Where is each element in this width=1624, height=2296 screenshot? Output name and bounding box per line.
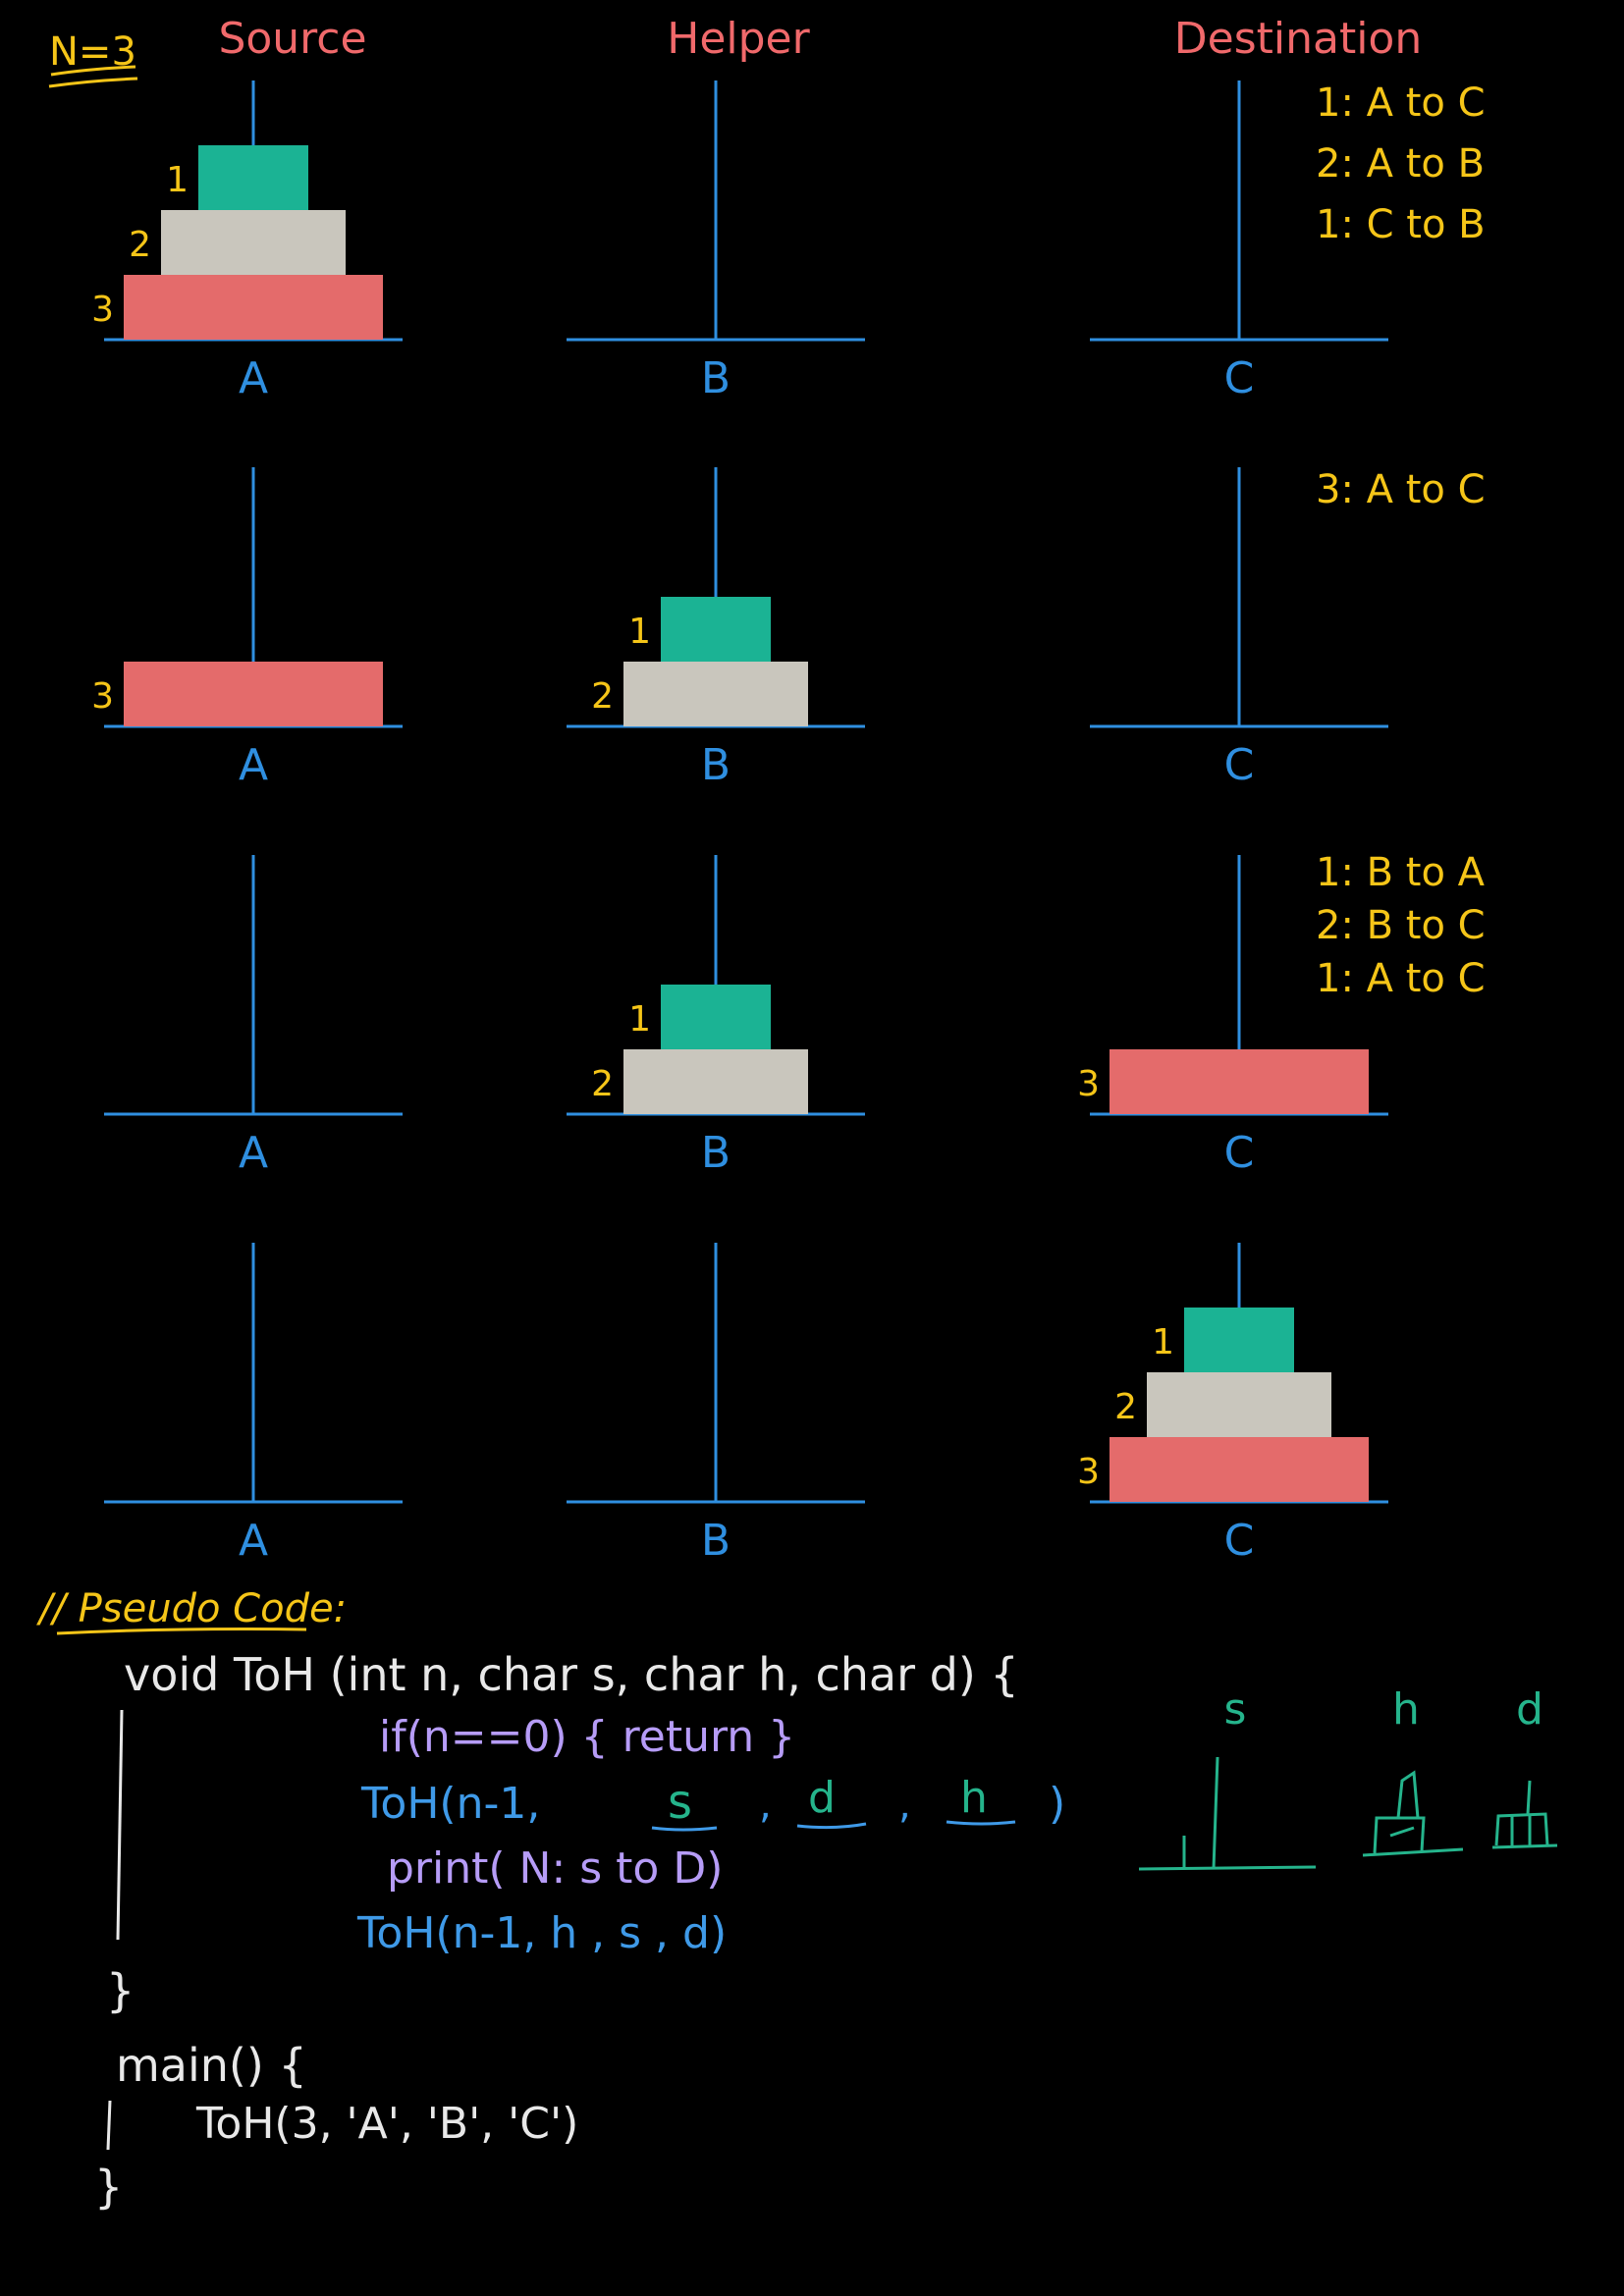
code-call1-arg-s: s (668, 1775, 692, 1830)
peg-b: 21B (567, 467, 865, 790)
code-call2: ToH(n-1, h , s , d) (356, 1908, 727, 1958)
code-call1-comma-2: , (898, 1783, 911, 1828)
peg-letter-a: A (239, 740, 268, 790)
disk-label-3: 3 (91, 290, 114, 330)
peg-letter-c: C (1224, 1128, 1255, 1178)
peg-title-helper: Helper (667, 14, 810, 64)
code-call1-arg-s-underline (651, 1826, 718, 1832)
disk-label-3: 3 (91, 676, 114, 717)
disk-2 (1147, 1372, 1331, 1437)
disk-3 (124, 275, 383, 340)
disk-2 (623, 662, 808, 726)
peg-letter-b: B (701, 353, 731, 403)
peg-letter-a: A (239, 1128, 268, 1178)
disk-label-2: 2 (1114, 1387, 1137, 1427)
disk-label-2: 2 (591, 1064, 614, 1104)
code-main-close: } (94, 2161, 123, 2214)
move-note: 1: A to C (1316, 956, 1486, 1001)
peg-letter-a: A (239, 1516, 268, 1566)
peg-letter-b: B (701, 1128, 731, 1178)
code-signature: void ToH (int n, char s, char h, char d)… (124, 1648, 1019, 1701)
disk-label-3: 3 (1077, 1452, 1100, 1492)
peg-letter-c: C (1224, 740, 1255, 790)
peg-letter-c: C (1224, 1516, 1255, 1566)
sketch-label-s: s (1224, 1684, 1247, 1735)
disk-label-2: 2 (129, 225, 151, 265)
disk-label-2: 2 (591, 676, 614, 717)
code-main-open: main() { (116, 2039, 307, 2092)
peg-letter-c: C (1224, 353, 1255, 403)
peg-b: 21B (567, 855, 865, 1178)
disk-1 (661, 985, 771, 1049)
code-call1-arg-d-underline (796, 1822, 867, 1830)
code-main-call: ToH(3, 'A', 'B', 'C') (195, 2099, 578, 2149)
n-label-underline (48, 65, 138, 88)
code-close-brace: } (106, 1964, 135, 2017)
move-note: 3: A to C (1316, 467, 1486, 512)
move-note: 1: C to B (1316, 202, 1486, 247)
move-note: 2: A to B (1316, 141, 1485, 187)
peg-letter-b: B (701, 1516, 731, 1566)
code-call1-arg-h: h (960, 1773, 988, 1823)
disk-1 (1184, 1308, 1294, 1372)
peg-b: B (567, 80, 865, 403)
sketch-label-d: d (1516, 1684, 1543, 1735)
code-heading: // Pseudo Code: (36, 1586, 347, 1631)
move-note: 2: B to C (1316, 903, 1486, 948)
peg-c: C (1090, 467, 1388, 790)
code-main-body-bar (106, 2100, 112, 2151)
peg-letter-a: A (239, 353, 268, 403)
disk-label-3: 3 (1077, 1064, 1100, 1104)
sketch-peg-d (1491, 1780, 1558, 1849)
disk-2 (623, 1049, 808, 1114)
code-call1-close: ) (1049, 1779, 1065, 1829)
disk-label-1: 1 (1152, 1322, 1174, 1362)
peg-c: 3C (1077, 855, 1388, 1178)
disk-3 (1110, 1437, 1369, 1502)
recursion-sketch: s h d (1138, 1684, 1558, 1871)
disk-label-1: 1 (628, 612, 651, 652)
pseudo-code: // Pseudo Code: void ToH (int n, char s,… (36, 1586, 1065, 2214)
peg-a: A (104, 1243, 403, 1566)
code-call1-arg-d: d (808, 1773, 836, 1823)
move-note: 1: B to A (1316, 850, 1486, 895)
disk-2 (161, 210, 346, 275)
sketch-peg-s (1138, 1756, 1317, 1871)
header: N=3 Source Helper Destination (48, 14, 1422, 88)
peg-title-source: Source (218, 14, 366, 64)
code-call1-comma-1: , (759, 1783, 772, 1828)
disk-1 (198, 145, 308, 210)
peg-title-destination: Destination (1174, 14, 1422, 64)
peg-a: A (104, 855, 403, 1178)
peg-a: 3A (91, 467, 403, 790)
sketch-label-h: h (1392, 1684, 1420, 1735)
peg-letter-b: B (701, 740, 731, 790)
peg-b: B (567, 1243, 865, 1566)
code-function-body-bar (116, 1709, 124, 1941)
code-print-line: print( N: s to D) (387, 1843, 723, 1894)
move-note: 1: A to C (1316, 80, 1486, 126)
disk-label-1: 1 (166, 160, 189, 200)
code-heading-underline (56, 1628, 307, 1635)
code-call1-prefix: ToH(n-1, (360, 1779, 540, 1829)
code-base-case: if(n==0) { return } (379, 1712, 795, 1762)
code-call1-arg-h-underline (946, 1820, 1016, 1826)
disk-label-1: 1 (628, 999, 651, 1040)
disk-3 (1110, 1049, 1369, 1114)
peg-c: C (1090, 80, 1388, 403)
sketch-peg-h (1362, 1770, 1464, 1857)
disk-3 (124, 662, 383, 726)
disk-1 (661, 597, 771, 662)
